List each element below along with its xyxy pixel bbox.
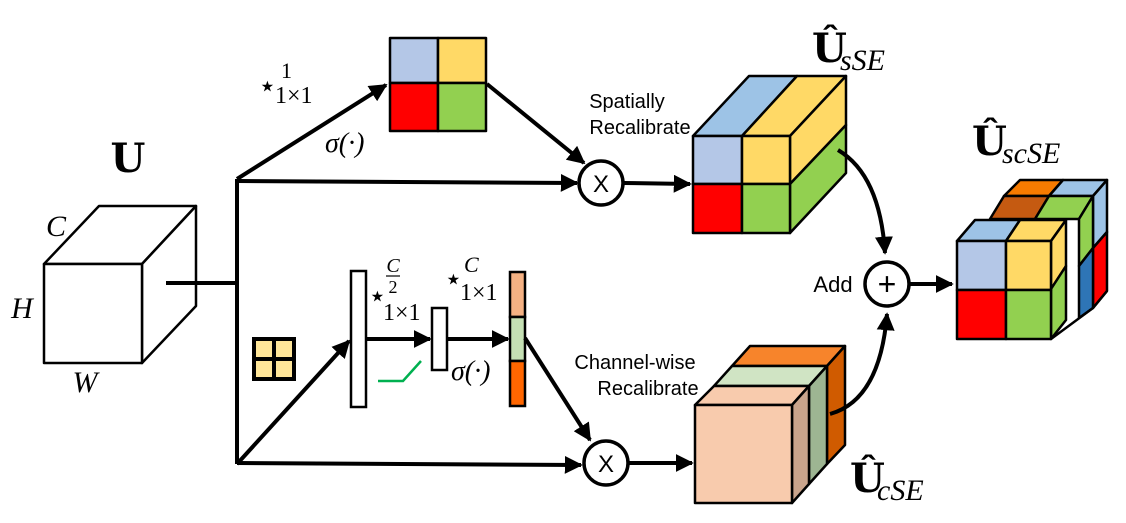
dim-c-label: C	[46, 210, 67, 243]
scse-output-cube	[955, 178, 1109, 341]
cse-back-side	[825, 344, 847, 466]
channel-excitation-vector	[430, 306, 449, 372]
cse-mid-side	[807, 364, 829, 486]
channel-vector-to-multiply-arrow	[523, 336, 592, 442]
channel-conv2-label: ⋆ C 1×1	[444, 252, 498, 306]
sse-output-cube	[691, 74, 848, 235]
channel-conv1-sub: 1×1	[383, 300, 421, 326]
scse-label-sub: scSE	[1002, 137, 1060, 170]
channel-pool-arrow	[235, 339, 351, 466]
sse-front-cell	[740, 182, 792, 235]
dim-h-label: H	[10, 292, 35, 325]
channel-conv2-sub: 1×1	[460, 280, 498, 306]
sse-label-main: Û	[812, 25, 847, 72]
relu-icon	[378, 360, 422, 383]
spatial-attention-map	[388, 36, 488, 133]
scse-front-cell	[1004, 239, 1053, 292]
channel-vector-cell	[508, 359, 527, 408]
scse-label: Û scSE	[972, 118, 1060, 170]
channel-sigma-label: σ(·)	[451, 356, 490, 387]
channel-conv1-star: ⋆	[368, 279, 387, 314]
channel-conv1-label: ⋆ C 2 1×1	[368, 255, 421, 326]
spatial-map-cell	[388, 81, 440, 133]
cse-front-side	[790, 384, 811, 505]
sse-label-sub: sSE	[840, 44, 885, 77]
cse-output-cube	[693, 344, 847, 505]
channel-attention-vector	[508, 270, 527, 408]
channel-recalibrate-line1: Channel-wise	[574, 352, 695, 374]
channel-multiply-node: X	[582, 439, 630, 487]
sse-front-cell	[691, 182, 744, 235]
scse-label-main: Û	[972, 118, 1007, 165]
add-symbol: +	[878, 266, 897, 302]
sse-to-add-arrow	[836, 148, 893, 255]
cse-label: Û cSE	[850, 455, 924, 507]
scse-front-cell	[1004, 288, 1053, 341]
input-label: U	[111, 135, 146, 182]
spatially-recalibrate-line1: Spatially	[589, 91, 665, 113]
channel-squeeze-vector	[349, 269, 368, 409]
spatial-conv-super: 1	[281, 58, 292, 83]
channel-skip-arrow	[236, 455, 583, 474]
spatial-multiply-symbol: X	[593, 171, 609, 198]
sse-front-cell	[691, 134, 744, 186]
channel-recalibrate-line2: Recalibrate	[597, 378, 698, 400]
channel-conv1-super-num: C	[386, 255, 400, 277]
cse-front-top	[693, 384, 811, 407]
spatial-map-cell	[436, 81, 488, 133]
dim-w-label: W	[73, 366, 101, 399]
cse-to-add-arrow	[829, 312, 895, 416]
spatial-map-cell	[436, 36, 488, 85]
channel-conv1-super-den: 2	[389, 277, 398, 297]
spatial-conv-sub: 1×1	[275, 83, 313, 109]
input-cube-front	[42, 262, 144, 365]
scse-front-cell	[955, 288, 1008, 341]
channel-conv2-super: C	[464, 252, 479, 277]
cse-label-main: Û	[850, 455, 885, 502]
channel-conv2-star: ⋆	[444, 262, 463, 297]
spatial-conv-arrow	[235, 83, 388, 181]
cse-front-face	[693, 403, 794, 505]
spatial-multiply-out-arrow	[623, 174, 692, 193]
spatial-multiply-node: X	[577, 159, 625, 207]
spatial-skip-arrow	[236, 173, 579, 192]
sse-front-cell	[740, 134, 792, 186]
global-pool-icon	[252, 337, 296, 381]
channel-vector-cell	[508, 270, 527, 319]
spatial-conv-label: ⋆ 1 1×1	[258, 58, 313, 109]
channel-multiply-symbol: X	[598, 451, 614, 478]
scse-front-cell	[955, 239, 1008, 292]
spatial-map-to-multiply-arrow	[485, 82, 586, 165]
spatially-recalibrate-line2: Recalibrate	[589, 117, 690, 139]
sse-label: Û sSE	[812, 25, 885, 77]
add-node: +	[863, 260, 911, 308]
cse-label-sub: cSE	[877, 474, 924, 507]
spatial-sigma-label: σ(·)	[325, 128, 364, 159]
channel-vector-cell	[508, 315, 527, 363]
spatial-conv-star: ⋆	[258, 69, 277, 104]
spatial-map-cell	[388, 36, 440, 85]
add-label: Add	[813, 272, 852, 297]
